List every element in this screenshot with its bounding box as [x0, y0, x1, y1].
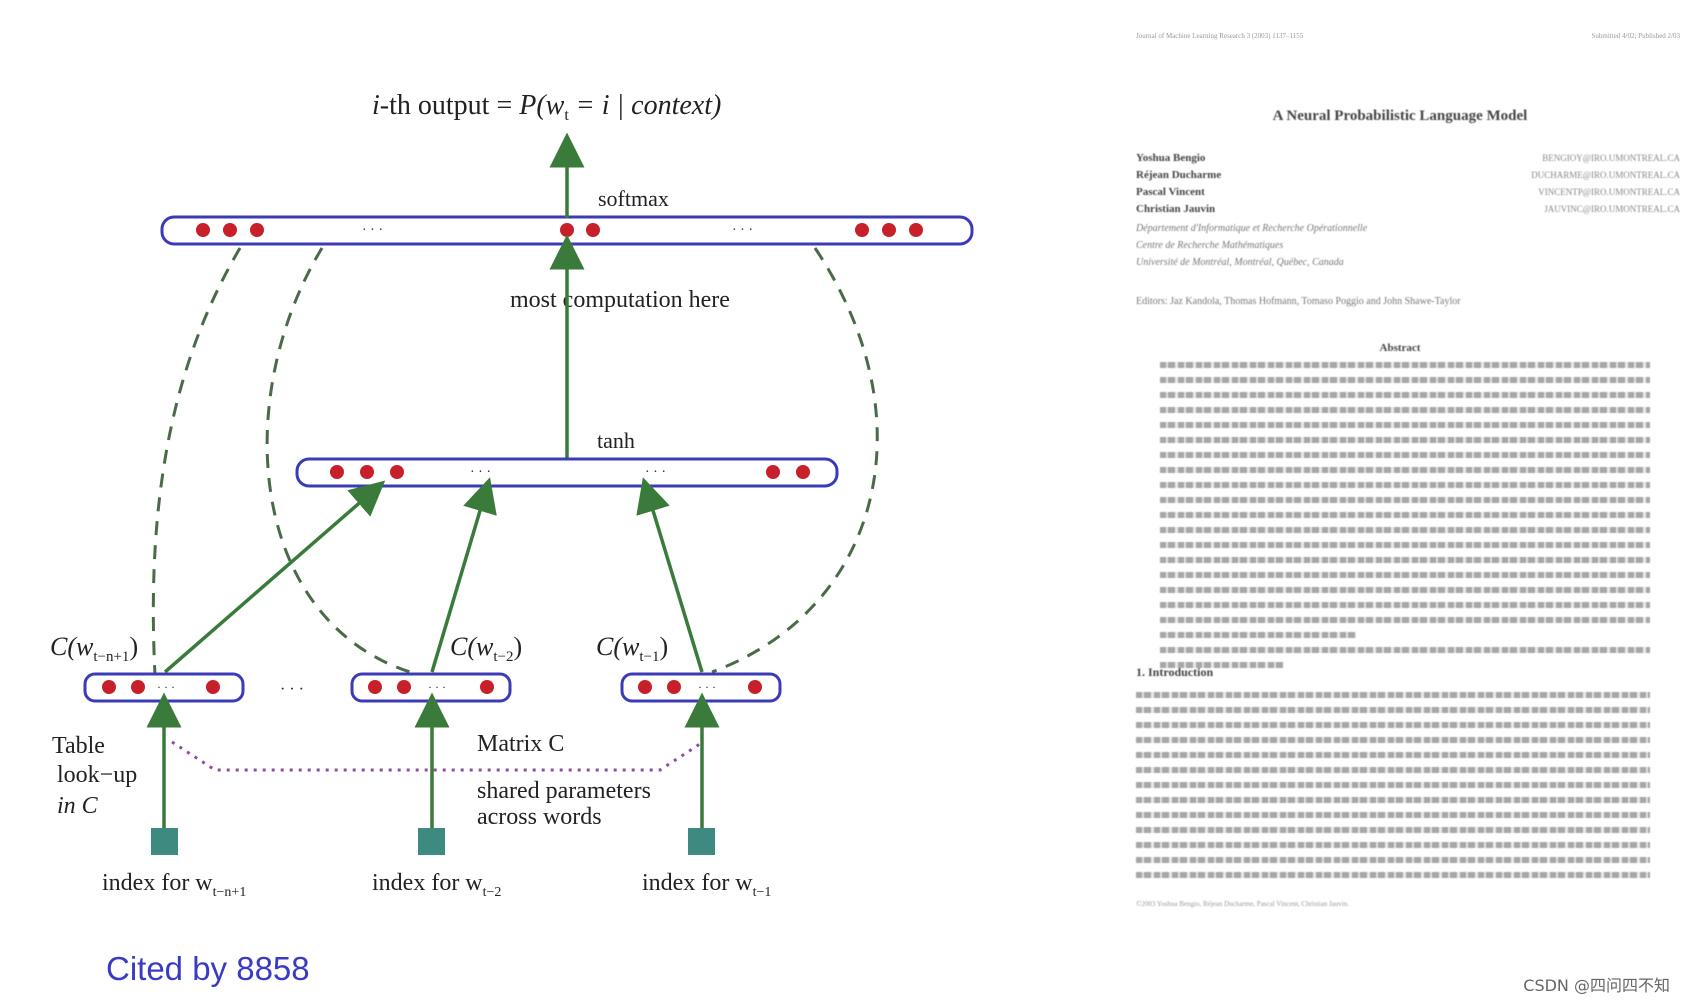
svg-text:· · ·: · · ·: [428, 680, 446, 694]
paper-title: A Neural Probabilistic Language Model: [1272, 108, 1528, 124]
svg-text:· · ·: · · ·: [698, 680, 716, 694]
tanh-units: [330, 465, 810, 479]
index-label-1: index for wt−n+1: [102, 870, 246, 900]
index-label-3: index for wt−1: [642, 870, 771, 900]
index-to-embedding-arrows: [146, 692, 720, 830]
paper-journal-header: Journal of Machine Learning Research 3 (…: [1136, 32, 1304, 40]
matrix-c-label: Matrix C: [477, 731, 564, 757]
c-label-2: C(wt−2): [450, 632, 522, 665]
computation-label: most computation here: [510, 287, 730, 313]
embedding-box-1: · · ·: [83, 672, 245, 703]
c-label-1: C(wt−n+1): [50, 632, 138, 665]
paper-intro-heading: 1. Introduction: [1136, 665, 1214, 679]
paper-abstract-heading: Abstract: [1379, 342, 1421, 354]
output-label: i-th output = P(wt = i | context): [372, 90, 721, 124]
paper-abstract-body: [1160, 362, 1650, 677]
paper-affiliation: Département d'Informatique et Recherche …: [1136, 223, 1368, 268]
tanh-ellipsis-1: · · ·: [470, 465, 491, 480]
embedding-box-3: · · ·: [620, 672, 782, 703]
softmax-ellipsis-2: · · ·: [732, 223, 753, 238]
tanh-label: tanh: [597, 428, 635, 453]
softmax-ellipsis-1: · · ·: [362, 223, 383, 238]
tanh-ellipsis-2: · · ·: [645, 465, 666, 480]
paper-copyright: ©2003 Yoshua Bengio, Réjean Ducharme, Pa…: [1136, 900, 1349, 908]
softmax-label: softmax: [598, 186, 669, 211]
paper-first-page: Journal of Machine Learning Research 3 (…: [1120, 20, 1680, 920]
index-label-2: index for wt−2: [372, 870, 501, 900]
embedding-to-tanh-arrows: [163, 477, 704, 674]
shared-parameters-label: shared parameters across words: [477, 778, 657, 830]
index-square-2: [418, 828, 445, 855]
embedding-box-2: · · ·: [350, 672, 512, 703]
paper-submission-header: Submitted 4/02; Published 2/03: [1591, 32, 1680, 40]
c-label-3: C(wt−1): [596, 632, 668, 665]
svg-text:· · ·: · · ·: [157, 680, 175, 694]
tanh-layer: [295, 457, 839, 488]
index-square-3: [688, 828, 715, 855]
between-embeddings-ellipsis: · · ·: [280, 681, 304, 698]
paper-intro-body: [1136, 692, 1650, 887]
index-square-1: [151, 828, 178, 855]
table-lookup-label: Table look−up in C: [52, 733, 143, 819]
cited-by-count: Cited by 8858: [106, 950, 310, 987]
shared-parameter-link: [171, 740, 704, 772]
softmax-units: [196, 223, 923, 237]
paper-editors: Editors: Jaz Kandola, Thomas Hofmann, To…: [1136, 296, 1461, 307]
direct-connection-dashes: [151, 247, 879, 676]
watermark: CSDN @四问四不知: [1523, 976, 1670, 995]
